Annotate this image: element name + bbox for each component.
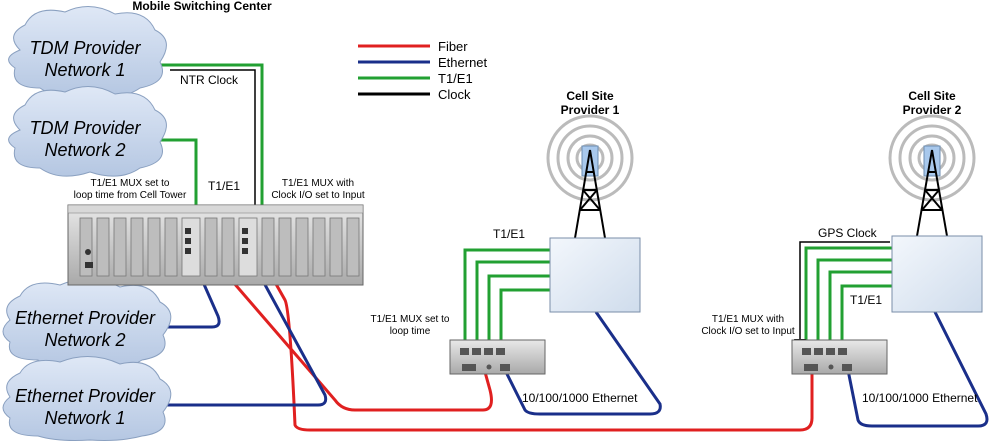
cell-site-2-title-line2: Provider 2	[903, 103, 962, 117]
site-2-ethernet-label: 10/100/1000 Ethernet	[862, 391, 978, 405]
cloud-tdm-network-2-line1: TDM Provider	[29, 118, 141, 138]
site-1-mux-label-line2: loop time	[390, 326, 431, 337]
cloud-ethernet-network-1-line2: Network 1	[44, 408, 125, 428]
fiber-line-site1	[193, 237, 493, 412]
t1e1-center-label: T1/E1	[208, 179, 240, 193]
legend-t1e1-label: T1/E1	[438, 71, 473, 86]
legend: Fiber Ethernet T1/E1 Clock	[358, 39, 488, 102]
msc-chassis	[67, 204, 364, 286]
t1e1-line-tdm2	[150, 138, 198, 228]
diagram-title: Mobile Switching Center	[132, 0, 272, 13]
gps-clock-label: GPS Clock	[818, 226, 878, 240]
t1e1-lines	[150, 63, 892, 348]
legend-clock-label: Clock	[438, 87, 471, 102]
t1e1-line-ntr	[160, 63, 264, 228]
cloud-tdm-network-2: TDM Provider Network 2	[8, 86, 167, 177]
cell-site-1-t1e1-label: T1/E1	[493, 227, 525, 241]
site-1-mux-label-line1: T1/E1 MUX set to	[371, 314, 450, 325]
legend-ethernet-label: Ethernet	[438, 55, 488, 70]
ethernet-line-site2	[846, 311, 989, 428]
ntr-clock-label: NTR Clock	[180, 73, 239, 87]
ethernet-line-site1	[503, 311, 662, 416]
ethernet-lines	[150, 247, 989, 428]
cell-site-1-box	[549, 237, 641, 313]
cell-tower-1	[546, 114, 634, 239]
mux-left-label-line1: T1/E1 MUX set to	[91, 178, 170, 189]
cell-tower-2	[888, 114, 976, 237]
site-1-ethernet-label: 10/100/1000 Ethernet	[522, 391, 638, 405]
cell-site-2-title-line1: Cell Site	[908, 89, 956, 103]
site-2-mux	[791, 339, 888, 375]
fiber-line-site2	[248, 237, 814, 432]
cell-site-1-title-line1: Cell Site	[566, 89, 614, 103]
cloud-ethernet-network-2: Ethernet Provider Network 2	[2, 278, 172, 369]
cloud-tdm-network-1: TDM Provider Network 1	[8, 6, 167, 97]
clock-line-gps	[794, 241, 890, 351]
site-2-mux-label-line2: Clock I/O set to Input	[701, 326, 795, 337]
cloud-ethernet-network-1-line1: Ethernet Provider	[15, 386, 156, 406]
site-1-mux	[449, 339, 546, 375]
fiber-lines	[193, 237, 814, 432]
mux-right-label-line1: T1/E1 MUX with	[282, 178, 354, 189]
cloud-ethernet-network-1: Ethernet Provider Network 1	[2, 356, 172, 441]
cell-site-2-box	[891, 235, 983, 313]
mux-right-label-line2: Clock I/O set to Input	[271, 190, 365, 201]
cell-site-2-t1e1-label: T1/E1	[850, 293, 882, 307]
clock-line-ntr	[170, 69, 261, 229]
cloud-tdm-network-1-line2: Network 1	[44, 60, 125, 80]
ethernet-line-net2	[150, 247, 221, 329]
cloud-tdm-network-1-line1: TDM Provider	[29, 38, 141, 58]
clock-lines	[170, 69, 890, 351]
cloud-ethernet-network-2-line1: Ethernet Provider	[15, 308, 156, 328]
cell-site-1-title-line2: Provider 1	[561, 103, 620, 117]
legend-fiber-label: Fiber	[438, 39, 468, 54]
cloud-ethernet-network-2-line2: Network 2	[44, 330, 125, 350]
cloud-tdm-network-2-line2: Network 2	[44, 140, 125, 160]
mux-left-label-line2: loop time from Cell Tower	[74, 190, 187, 201]
ethernet-line-net1	[160, 247, 328, 407]
site-2-mux-label-line1: T1/E1 MUX with	[712, 314, 784, 325]
